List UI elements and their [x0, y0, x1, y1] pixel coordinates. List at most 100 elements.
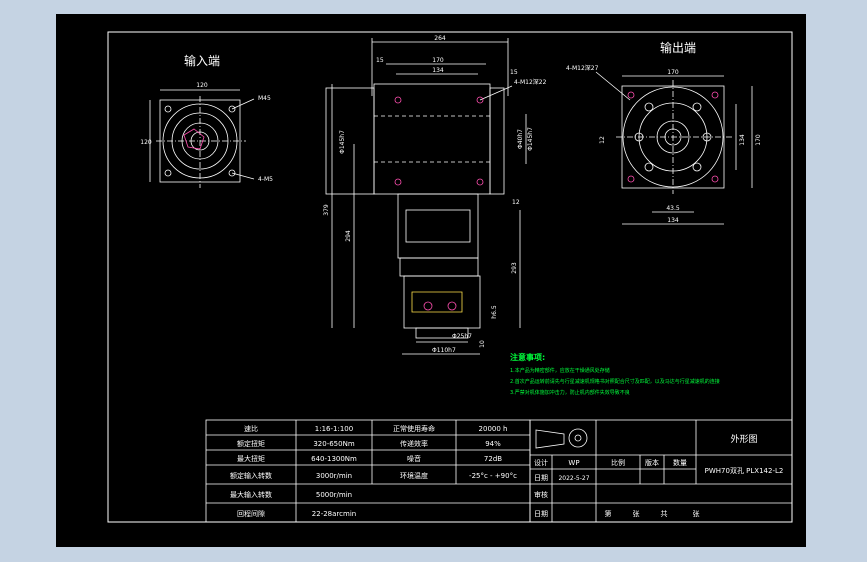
- main-side-view: 264 170 134 15 15 4-M12深22 Φ145h7 Φ40h7 …: [323, 35, 547, 355]
- projection-circle-icon: [568, 428, 588, 448]
- spec-r0-c2: 正常使用寿命: [393, 424, 435, 433]
- main-gear-hole-1: [423, 301, 433, 311]
- input-leader-holes: [231, 172, 255, 180]
- input-bolt-label: M45: [258, 95, 271, 102]
- spec-r5-c1: 22-28arcmin: [312, 510, 356, 518]
- page-sheet-label: 张: [633, 509, 640, 518]
- title-block-border: [529, 419, 793, 523]
- output-bolt-3: [644, 162, 654, 172]
- output-hole-bl: [627, 175, 635, 183]
- main-dia-r2: Φ145h7: [527, 127, 534, 151]
- spec-r3-c2: 环境温度: [400, 471, 428, 480]
- output-hole-tr: [711, 91, 719, 99]
- scale-label: 比例: [611, 458, 625, 467]
- spec-r3-c1: 3000r/min: [316, 472, 352, 480]
- input-keyway-mark: [183, 128, 205, 150]
- notes-item-1: 1.本产品为精密部件，应放在干燥通风处存储: [510, 367, 610, 374]
- main-motor-flange: [399, 257, 479, 277]
- date-value: 2022-5-27: [558, 475, 589, 482]
- page-sheet2-label: 张: [693, 509, 700, 518]
- main-dim-264: 264: [434, 35, 446, 42]
- projection-cone-icon: [535, 429, 565, 449]
- spec-r2-c1: 640-1300Nm: [311, 455, 357, 463]
- output-dim-top: 170: [667, 69, 679, 76]
- page-total-label: 共: [661, 509, 668, 518]
- version-label: 版本: [645, 458, 659, 467]
- main-hole-2: [476, 96, 484, 104]
- notes-title: 注意事项:: [510, 352, 545, 362]
- input-hole-br: [228, 169, 236, 177]
- input-hole-bl: [164, 169, 172, 177]
- main-hole-1: [394, 96, 402, 104]
- input-hole-tl: [164, 105, 172, 113]
- main-hole-3: [394, 178, 402, 186]
- main-flange-left: [325, 87, 375, 195]
- spec-r1-c2: 传递效率: [400, 439, 428, 448]
- review-label: 审核: [534, 490, 548, 499]
- title-block: 外形图 PWH70双孔 PLX142-L2 设计 WP 日期 2022-5-27…: [529, 419, 793, 523]
- design-label: 设计: [534, 458, 548, 467]
- spec-r2-c3: 72dB: [484, 455, 502, 463]
- input-view-title: 输入端: [184, 53, 220, 68]
- main-dia-r1: Φ40h7: [517, 129, 524, 149]
- main-dim-15-right: 15: [510, 69, 518, 76]
- main-dim-12: 12: [512, 199, 520, 206]
- output-dim-170-right: 170: [755, 134, 762, 146]
- main-dim-293: 293: [511, 262, 518, 274]
- main-hole-4: [476, 178, 484, 186]
- output-end-view: 输出端 4-M12深27 170 134 170 12 43.5 134: [566, 40, 762, 225]
- main-housing: [373, 83, 491, 195]
- drawing-canvas: 输入端 120 120 M45 4-M5 264 170 134 15 15 4: [107, 31, 793, 523]
- main-gear-detail: [411, 291, 463, 313]
- output-dim-134-bottom: 134: [667, 217, 679, 224]
- spec-r2-c0: 最大扭矩: [237, 454, 265, 463]
- quantity-label: 数量: [673, 458, 687, 467]
- main-dim-170: 170: [432, 57, 444, 64]
- main-dim-294: 294: [345, 230, 352, 242]
- output-dim-134-right: 134: [739, 134, 746, 146]
- main-shaft: [415, 327, 469, 339]
- input-dim-left: 120: [140, 139, 152, 146]
- spec-r0-c3: 20000 h: [479, 425, 508, 433]
- output-bolt-2: [692, 102, 702, 112]
- spec-r4-c0: 最大输入转数: [230, 490, 272, 499]
- input-leader-bolt: [231, 98, 255, 110]
- spec-r3-c0: 额定输入转数: [230, 471, 272, 480]
- input-holes-label: 4-M5: [258, 176, 273, 183]
- main-adapter-inner: [405, 209, 471, 243]
- model-name: PWH70双孔 PLX142-L2: [705, 467, 784, 475]
- main-dim-134: 134: [432, 67, 444, 74]
- footer-date-label: 日期: [534, 510, 548, 518]
- notes-item-2: 2.首次产品运转前请先与行星减速机规格书对照配合尺寸及匹配，以及马达与行星减速机…: [510, 378, 720, 385]
- spec-r3-c3: -25°c - +90°c: [469, 472, 517, 480]
- drawing-name: 外形图: [730, 433, 757, 445]
- output-bolt-6: [702, 132, 712, 142]
- output-view-title: 输出端: [660, 40, 696, 55]
- output-dim-43: 43.5: [666, 205, 680, 212]
- drawing-sheet: 输入端 120 120 M45 4-M5 264 170 134 15 15 4: [56, 14, 806, 547]
- spec-table: 速比 1:16-1:100 正常使用寿命 20000 h 额定扭矩 320-65…: [205, 419, 531, 523]
- main-adapter: [397, 193, 479, 259]
- main-dim-15-left: 15: [376, 57, 384, 64]
- date-label: 日期: [534, 474, 548, 482]
- main-dim-h5: h6.5: [491, 305, 498, 319]
- main-shaft2: Φ110h7: [432, 347, 456, 354]
- spec-r1-c3: 94%: [485, 440, 501, 448]
- notes-item-3: 3.严禁对机体施加冲击力，防止机内部件失效导致不良: [510, 389, 630, 396]
- main-leader-holes: [479, 85, 513, 101]
- output-holes-label: 4-M12深27: [566, 64, 599, 72]
- output-bolt-4: [692, 162, 702, 172]
- main-holes-label: 4-M12深22: [514, 78, 547, 86]
- main-dim-10: 10: [479, 340, 486, 348]
- projection-inner-icon: [574, 434, 582, 442]
- main-dia-left: Φ145h7: [339, 130, 346, 154]
- input-dim-top: 120: [196, 82, 208, 89]
- output-leader-holes: [595, 71, 631, 101]
- spec-r0-c1: 1:16-1:100: [315, 425, 353, 433]
- output-bolt-5: [634, 132, 644, 142]
- main-dim-379: 379: [323, 204, 330, 216]
- output-hole-br: [711, 175, 719, 183]
- spec-r4-c1: 5000r/min: [316, 491, 352, 499]
- designer-value: WP: [568, 459, 579, 467]
- output-bolt-1: [644, 102, 654, 112]
